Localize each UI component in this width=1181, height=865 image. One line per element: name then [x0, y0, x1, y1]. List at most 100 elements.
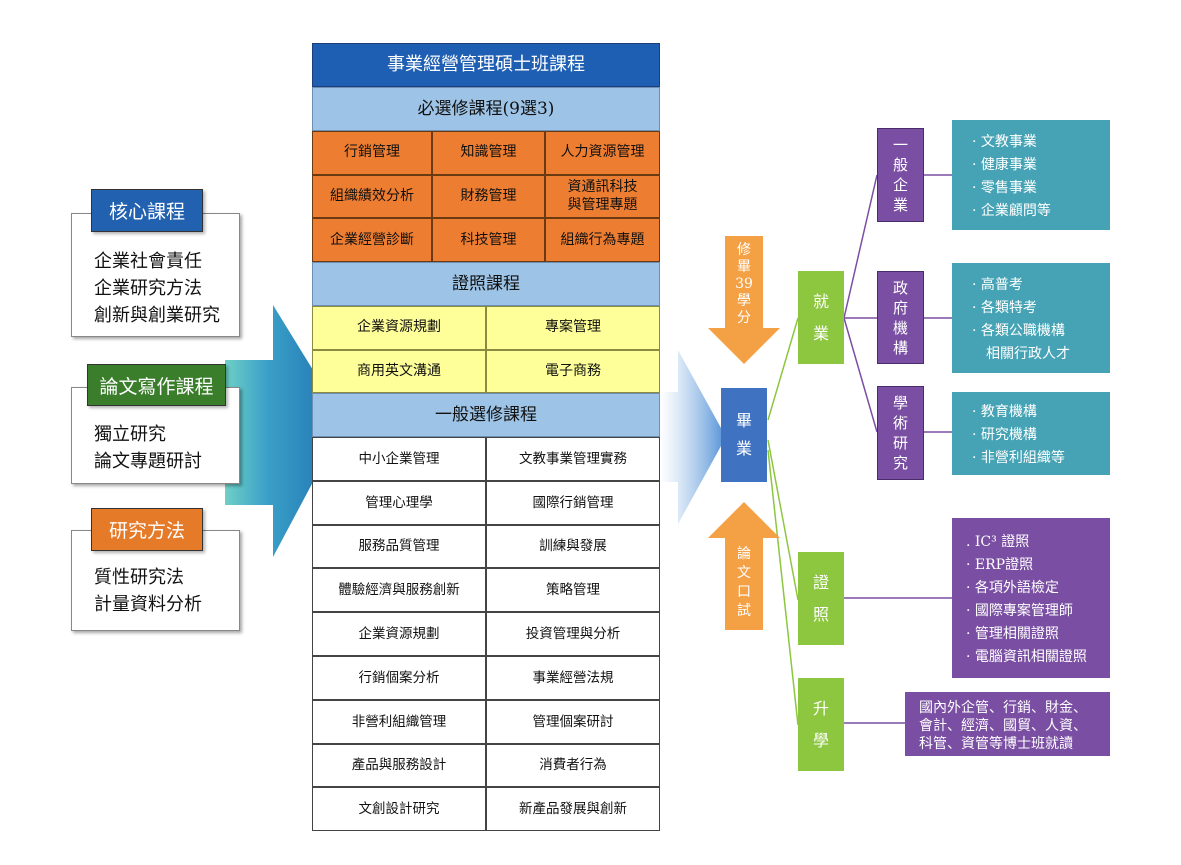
- left-group-tag: 論文寫作課程: [87, 364, 226, 406]
- general-course-cell: 文教事業管理實務: [486, 437, 660, 481]
- general-course-cell: 訓練與發展: [486, 524, 660, 569]
- left-group-tag: 研究方法: [91, 508, 203, 551]
- sector-label-char: 研: [892, 434, 908, 452]
- sector-label-char: 一: [892, 136, 908, 154]
- certificate-course-cell: 企業資源規劃: [312, 306, 486, 350]
- sector-info-box: · 教育機構 · 研究機構 · 非營利組織等: [952, 392, 1110, 475]
- oral-exam-arrow-char: 試: [737, 603, 751, 619]
- left-group-item: 企業研究方法: [94, 278, 202, 299]
- credits-arrow-char: 39: [735, 275, 753, 292]
- certificate-item: . IC³ 證照: [966, 534, 1030, 550]
- sector-label: 學術研究: [877, 386, 924, 480]
- sector-info-item: · 教育機構: [972, 404, 1037, 420]
- sector-info-box: · 文教事業 · 健康事業 · 零售事業 · 企業顧問等: [952, 120, 1110, 230]
- sector-info-item: · 非營利組織等: [972, 450, 1065, 466]
- sector-label-char: 般: [892, 156, 908, 174]
- program-title: 事業經營管理碩士班課程: [312, 43, 660, 87]
- certificate-item: · 國際專案管理師: [966, 603, 1073, 619]
- oral-exam-arrow: 論文口試: [708, 502, 780, 630]
- left-group-box: 企業社會責任企業研究方法創新與創業研究: [71, 213, 240, 337]
- sector-info-item: · 研究機構: [972, 427, 1037, 443]
- certificate-item: · 管理相關證照: [966, 626, 1059, 642]
- credits-arrow-char: 分: [737, 309, 751, 326]
- general-course-cell: 企業資源規劃: [312, 612, 486, 656]
- oral-exam-arrow-char: 論: [737, 546, 751, 562]
- sector-info-item: · 高普考: [972, 277, 1023, 293]
- sector-label: 政府機構: [877, 271, 924, 364]
- sector-info-item: · 各類特考: [972, 300, 1037, 316]
- oral-exam-arrow-char: 口: [737, 584, 751, 600]
- general-course-cell: 行銷個案分析: [312, 656, 486, 700]
- general-course-cell: 消費者行為: [486, 743, 660, 788]
- sector-info-item: 相關行政人才: [972, 346, 1070, 362]
- further-study-line: 科管、資管等博士班就讀: [919, 736, 1073, 752]
- credits-arrow-char: 學: [737, 292, 751, 309]
- sector-label-char: 構: [892, 338, 908, 357]
- required-course-cell: 行銷管理: [312, 131, 432, 175]
- left-group-item: 論文專題研討: [94, 451, 202, 472]
- general-course-cell: 文創設計研究: [312, 787, 486, 832]
- general-course-cell: 非營利組織管理: [312, 699, 486, 744]
- required-course-cell: 人力資源管理: [545, 131, 660, 175]
- big-right-arrow: [225, 305, 345, 557]
- sector-label: 一般企業: [877, 128, 924, 222]
- certificates-box: . IC³ 證照· ERP證照· 各項外語檢定· 國際專案管理師· 管理相關證照…: [952, 518, 1110, 678]
- sector-info-item: · 零售事業: [972, 180, 1037, 196]
- left-group-item: 創新與創業研究: [94, 305, 220, 326]
- outcome-label-char: 證: [812, 572, 829, 592]
- general-course-cell: 管理心理學: [312, 480, 486, 525]
- further-study-line: 會計、經濟、國貿、人資、: [919, 718, 1087, 734]
- required-elective-header: 必選修課程(9選3): [312, 87, 660, 131]
- sector-info-item: · 企業顧問等: [972, 203, 1051, 219]
- graduate-box: 畢業: [721, 388, 767, 482]
- credits-arrow-char: 畢: [737, 258, 751, 275]
- required-course-cell: 資通訊科技 與管理專題: [545, 174, 660, 219]
- sector-info-item: · 文教事業: [972, 134, 1037, 150]
- outcome-label-char: 業: [812, 323, 829, 343]
- sector-label-char: 術: [892, 414, 908, 432]
- sector-info-box: · 高普考 · 各類特考 · 各類公職機構 相關行政人才: [952, 263, 1110, 373]
- certificate-course-cell: 電子商務: [486, 349, 660, 393]
- outcome-label-char: 學: [812, 730, 829, 750]
- required-course-cell: 組織績效分析: [312, 174, 432, 219]
- general-course-cell: 投資管理與分析: [486, 612, 660, 656]
- course-table: 事業經營管理碩士班課程 必選修課程(9選3) 行銷管理知識管理人力資源管理組織績…: [312, 43, 660, 832]
- further-study-line: 國內外企管、行銷、財金、: [919, 700, 1087, 716]
- outcome-certificate: 證照: [798, 552, 844, 645]
- general-elective-header: 一般選修課程: [312, 393, 660, 437]
- sector-info-item: · 各類公職機構: [972, 323, 1065, 339]
- general-course-cell: 服務品質管理: [312, 524, 486, 569]
- credits-arrow-char: 修: [737, 241, 751, 258]
- certificate-course-cell: 商用英文溝通: [312, 349, 486, 393]
- sector-label-char: 業: [892, 196, 908, 214]
- graduate-arrow: [660, 350, 726, 524]
- required-course-cell: 科技管理: [432, 218, 545, 262]
- sector-label-char: 企: [892, 176, 908, 194]
- graduate-char: 畢: [735, 411, 752, 430]
- sector-label-char: 學: [892, 394, 908, 412]
- outcome-label-char: 照: [812, 604, 829, 624]
- sector-info-item: · 健康事業: [972, 157, 1037, 173]
- required-course-cell: 知識管理: [432, 131, 545, 175]
- general-course-cell: 體驗經濟與服務創新: [312, 568, 486, 613]
- required-course-cell: 企業經營診斷: [312, 218, 432, 262]
- required-course-cell: 組織行為專題: [545, 218, 660, 262]
- general-course-cell: 產品與服務設計: [312, 743, 486, 788]
- general-course-cell: 策略管理: [486, 568, 660, 613]
- further-study-box: 國內外企管、行銷、財金、會計、經濟、國貿、人資、科管、資管等博士班就讀: [905, 692, 1110, 756]
- general-course-cell: 事業經營法規: [486, 656, 660, 700]
- certificate-item: · 電腦資訊相關證照: [966, 649, 1087, 665]
- oral-exam-arrow-char: 文: [737, 565, 751, 581]
- left-group-item: 計量資料分析: [94, 594, 202, 615]
- outcome-label-char: 就: [812, 291, 829, 311]
- required-course-cell: 財務管理: [432, 174, 545, 219]
- sector-label-char: 政: [892, 278, 908, 297]
- certificate-course-cell: 專案管理: [486, 306, 660, 350]
- general-course-cell: 管理個案研討: [486, 699, 660, 744]
- left-group-item: 獨立研究: [94, 424, 166, 445]
- sector-label-char: 機: [892, 318, 908, 337]
- certificate-item: · ERP證照: [966, 557, 1034, 573]
- general-course-cell: 新產品發展與創新: [486, 787, 660, 832]
